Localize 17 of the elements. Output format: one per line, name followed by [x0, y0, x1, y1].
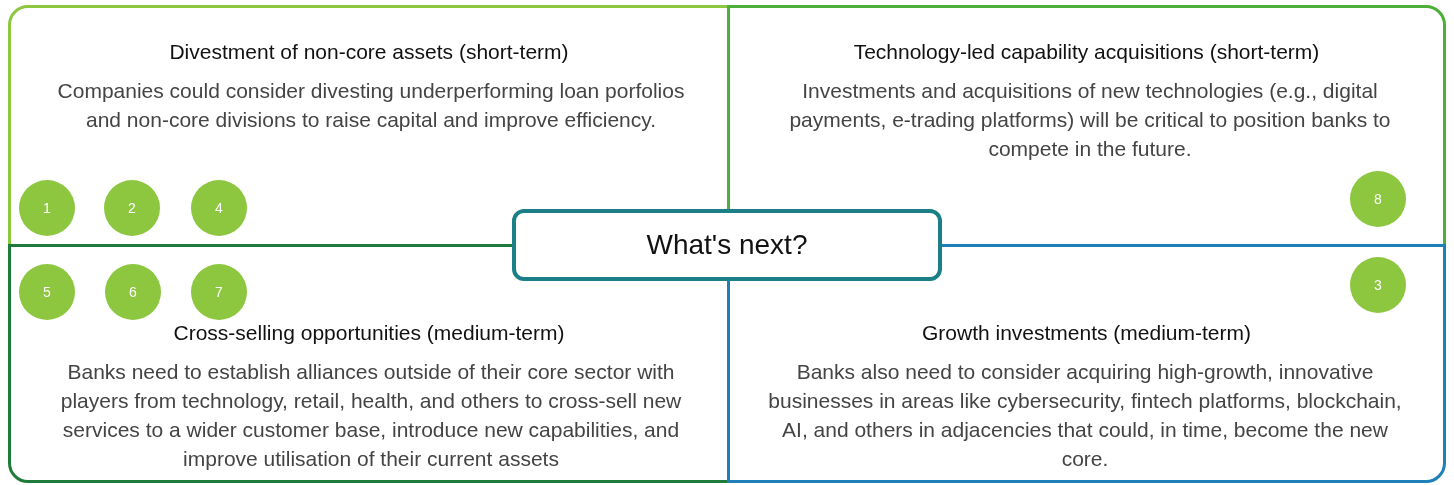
number-marker: 7 — [191, 264, 247, 320]
quadrant-text: Companies could consider divesting underperforming loan porfolios and non-core divisions to raise capital and improve efficiency. — [56, 78, 686, 133]
number-marker: 8 — [1350, 171, 1406, 227]
number-marker: 3 — [1350, 257, 1406, 313]
quadrant-heading: Technology-led capability acquisitions (short-term) — [853, 40, 1320, 64]
quadrant-heading: Cross-selling opportunities (medium-term) — [173, 321, 565, 345]
number-marker: 6 — [105, 264, 161, 320]
number-marker: 4 — [191, 180, 247, 236]
central-title-box: What's next? — [512, 209, 942, 281]
quadrant-text: Banks need to establish alliances outside of their core sector with players from technology, retail, health, and others to cross-sell new services to a wider customer base, introduce new capabilities, and improve utilisation of their current assets — [59, 359, 683, 472]
number-marker: 1 — [19, 180, 75, 236]
quadrant-heading: Growth investments (medium-term) — [921, 321, 1252, 345]
quadrant-text: Investments and acquisitions of new technologies (e.g., digital payments, e-trading platforms) will be critical to position banks to compete in the future. — [788, 78, 1392, 162]
quadrant-text: Banks also need to consider acquiring high-growth, innovative businesses in areas like cybersecurity, fintech platforms, blockchain, AI, and others in adjacencies that could, in time, become the new core. — [767, 359, 1403, 472]
number-marker: 2 — [104, 180, 160, 236]
quadrant-heading: Divestment of non-core assets (short-term) — [169, 40, 569, 64]
number-marker: 5 — [19, 264, 75, 320]
